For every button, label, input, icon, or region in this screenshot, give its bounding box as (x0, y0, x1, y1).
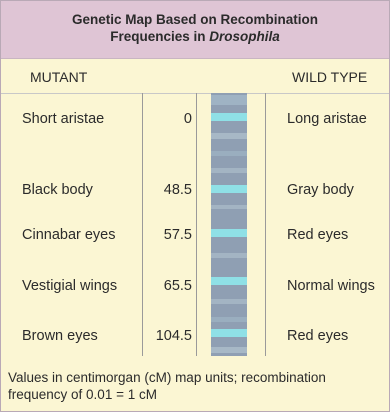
chromosome-band (211, 133, 247, 139)
column-divider-1 (142, 93, 143, 356)
figure-title: Genetic Map Based on Recombination Frequ… (1, 1, 389, 59)
mutant-cinnabar-eyes: Cinnabar eyes (22, 227, 116, 243)
chromosome-band (211, 151, 247, 156)
chromosome-band (211, 95, 247, 105)
figure-footnote: Values in centimorgan (cM) map units; re… (1, 356, 389, 411)
title-line-2-text: Frequencies in (110, 29, 209, 44)
column-divider-3 (265, 93, 266, 356)
chromosome-band (211, 347, 247, 353)
chromosome-band (211, 205, 247, 209)
wild-normal-wings: Normal wings (287, 278, 375, 294)
chromosome-band-cinnabar-eyes (211, 229, 247, 237)
mutant-short-aristae: Short aristae (22, 111, 104, 127)
position-vestigial-wings: 65.5 (142, 278, 192, 294)
column-divider-2 (196, 93, 197, 356)
wild-long-aristae: Long aristae (287, 111, 367, 127)
wild-red-eyes-2: Red eyes (287, 328, 348, 344)
mutant-vestigial-wings: Vestigial wings (22, 278, 117, 294)
title-line-1: Genetic Map Based on Recombination (1, 12, 389, 27)
position-brown-eyes: 104.5 (142, 328, 192, 344)
chromosome-band-short-aristae (211, 113, 247, 121)
mutant-black-body: Black body (22, 182, 93, 198)
chromosome-band-black-body (211, 185, 247, 193)
title-line-2: Frequencies in Drosophila (1, 29, 389, 44)
chromosome-band (211, 168, 247, 173)
position-short-aristae: 0 (142, 111, 192, 127)
footnote-line-1: Values in centimorgan (cM) map units; re… (8, 370, 326, 385)
wild-red-eyes: Red eyes (287, 227, 348, 243)
header-mutant: MUTANT (30, 69, 87, 85)
position-black-body: 48.5 (142, 182, 192, 198)
wild-gray-body: Gray body (287, 182, 354, 198)
header-wild-type: WILD TYPE (292, 69, 367, 85)
chromosome-band-brown-eyes (211, 329, 247, 337)
chromosome-diagram (211, 93, 247, 361)
chromosome-band (211, 253, 247, 258)
mutant-brown-eyes: Brown eyes (22, 328, 98, 344)
chromosome-band-vestigial-wings (211, 277, 247, 285)
position-cinnabar-eyes: 57.5 (142, 227, 192, 243)
chromosome-band (211, 299, 247, 304)
footnote-line-2: frequency of 0.01 = 1 cM (8, 387, 157, 402)
title-species: Drosophila (209, 29, 280, 44)
chromosome-band (211, 317, 247, 322)
header-divider (1, 93, 389, 94)
